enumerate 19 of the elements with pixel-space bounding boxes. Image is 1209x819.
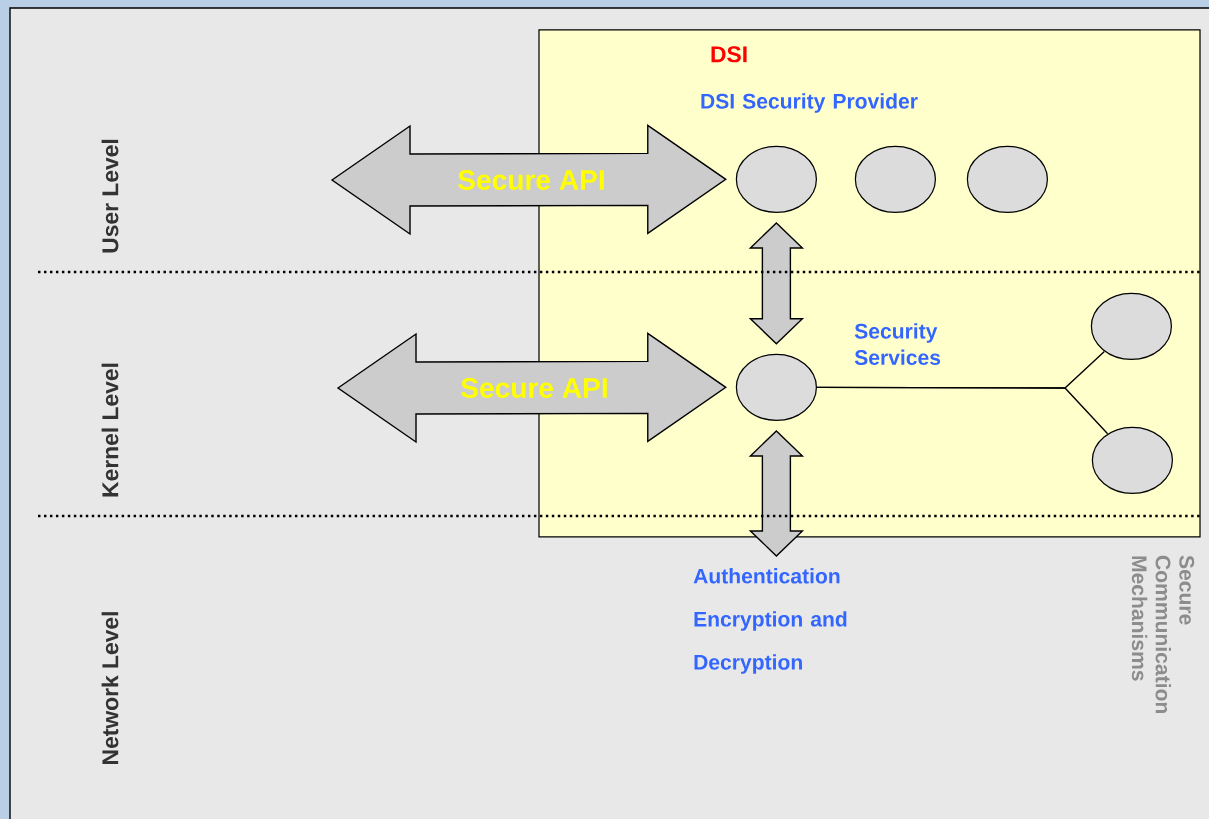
connector-line [816, 386, 1109, 435]
block-arrow [748, 430, 805, 557]
circle [854, 145, 936, 213]
level-label: Network Level [101, 612, 119, 764]
caption-text: Authentication Encryption and Decryption [693, 568, 847, 674]
level-label: Kernel Level [101, 363, 119, 497]
box-text: DSI Security Provider [701, 93, 918, 113]
circle [735, 353, 817, 421]
side-label: Secure Communication Mechanisms [1131, 555, 1195, 713]
circle [1090, 292, 1172, 360]
circle [1091, 426, 1173, 494]
box-heading: DSI [711, 46, 747, 63]
block-arrow [748, 222, 805, 345]
edge-label: Secure API [458, 170, 604, 190]
circle [735, 145, 817, 213]
box-text: Security Services [854, 323, 941, 365]
edge-label: Secure API [461, 378, 607, 398]
circle [966, 145, 1048, 213]
level-label: User Level [101, 139, 119, 253]
